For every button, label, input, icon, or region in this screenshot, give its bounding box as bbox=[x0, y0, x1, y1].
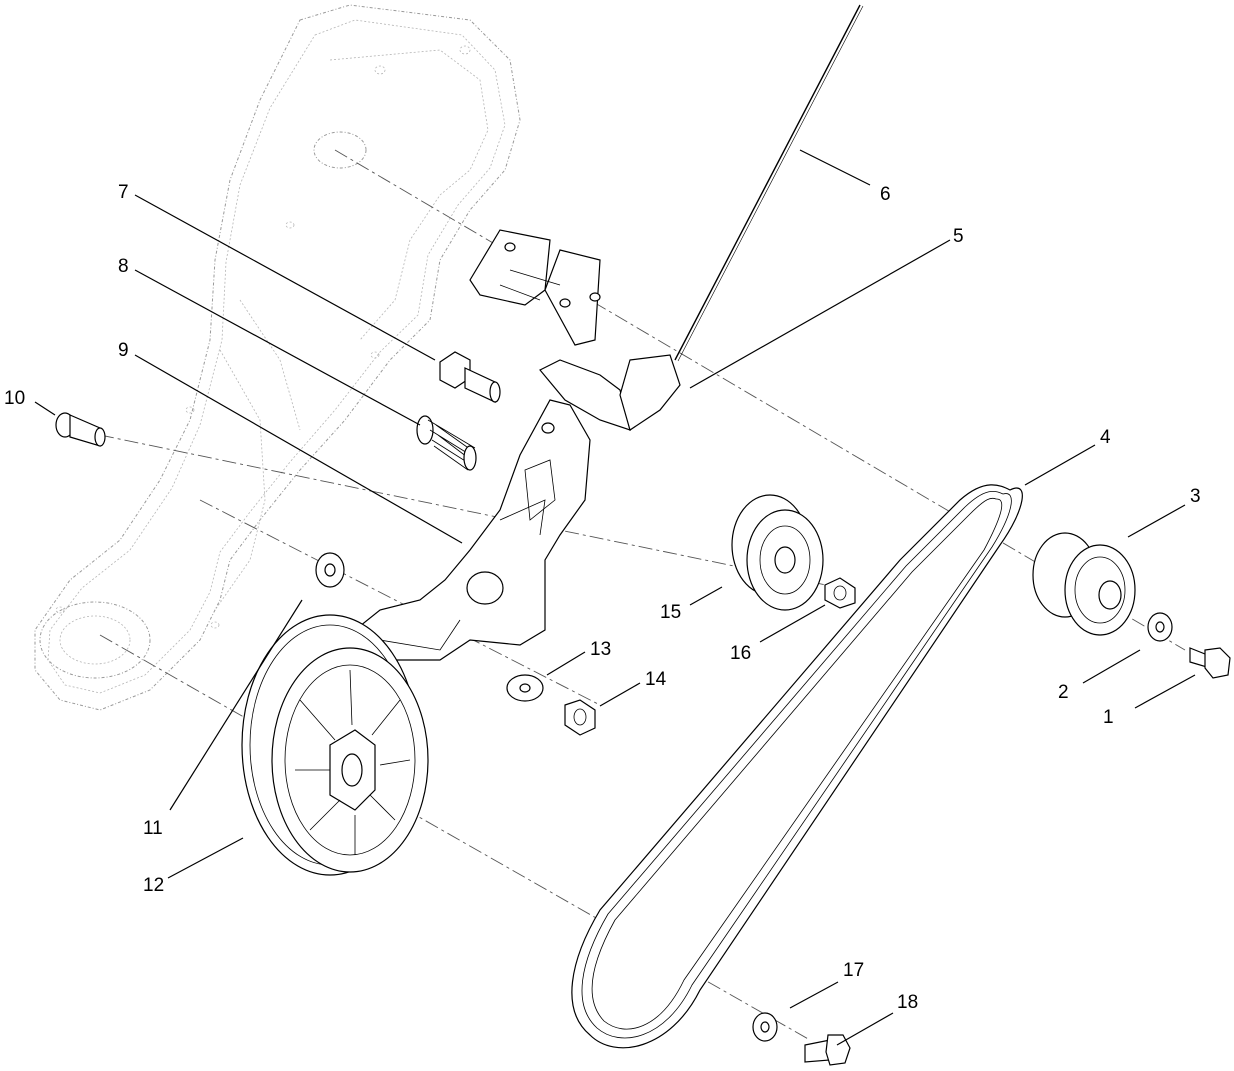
phantom-housing bbox=[34, 4, 521, 711]
callout-5: 5 bbox=[953, 226, 964, 247]
part-18-bolt bbox=[804, 1034, 851, 1066]
part-17-washer bbox=[752, 1012, 778, 1042]
part-7-bolt bbox=[439, 351, 501, 403]
callout-6: 6 bbox=[880, 184, 891, 205]
part-4-belt bbox=[571, 484, 1023, 1049]
callout-13: 13 bbox=[590, 639, 611, 660]
part-10-bolt bbox=[55, 412, 106, 447]
part-9-idler-arm bbox=[338, 399, 591, 661]
part-15-idler-pulley bbox=[731, 494, 824, 611]
callout-3: 3 bbox=[1190, 486, 1201, 507]
callout-14: 14 bbox=[645, 669, 667, 690]
part-1-bolt bbox=[1189, 647, 1231, 679]
callout-15: 15 bbox=[660, 602, 681, 623]
part-2-washer bbox=[1147, 612, 1173, 642]
leader-lines bbox=[34, 149, 1196, 1046]
callout-18: 18 bbox=[897, 992, 918, 1013]
callout-10: 10 bbox=[4, 388, 25, 409]
part-12-pulley bbox=[241, 614, 429, 876]
callout-9: 9 bbox=[118, 340, 129, 361]
callout-11: 11 bbox=[143, 818, 163, 839]
part-3-engine-pulley bbox=[1032, 532, 1136, 636]
part-5-bracket bbox=[469, 229, 681, 431]
callout-4: 4 bbox=[1100, 427, 1111, 448]
callout-17: 17 bbox=[843, 960, 864, 981]
part-8-spring bbox=[416, 415, 477, 471]
callout-16: 16 bbox=[730, 643, 751, 664]
part-6-rod bbox=[674, 4, 864, 362]
part-14-nut bbox=[564, 699, 596, 736]
part-16-nut bbox=[824, 577, 856, 609]
callout-labels: 1 2 3 4 5 6 7 8 9 10 11 12 13 14 15 16 1… bbox=[4, 182, 1201, 1013]
callout-1: 1 bbox=[1103, 707, 1114, 728]
callout-7: 7 bbox=[118, 182, 129, 203]
callout-8: 8 bbox=[118, 256, 129, 277]
callout-12: 12 bbox=[143, 875, 164, 896]
part-11-washer bbox=[315, 552, 345, 588]
callout-2: 2 bbox=[1058, 682, 1069, 703]
part-13-washer bbox=[506, 674, 544, 702]
